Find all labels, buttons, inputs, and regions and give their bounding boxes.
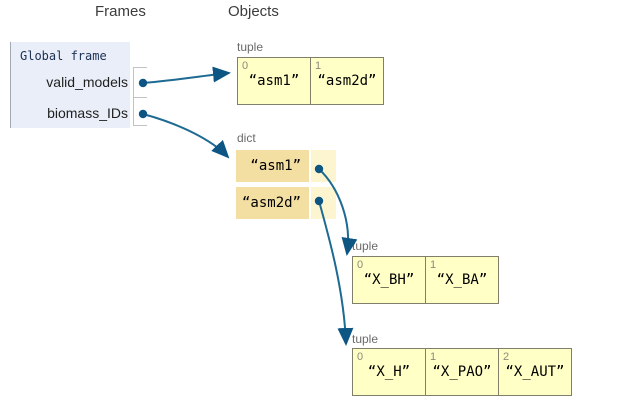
tuple-cell-value: “X_H” — [367, 364, 411, 380]
mid-tuple-type-label: tuple — [352, 239, 379, 253]
tuple-cell: 0 “X_BH” — [352, 256, 426, 304]
tuple-cell-index: 0 — [242, 60, 249, 72]
dict-key: “asm1” — [236, 150, 309, 182]
tuple-cell-value: “asm1” — [248, 73, 300, 89]
top-tuple: 0 “asm1” 1 “asm2d” — [237, 57, 384, 105]
valid-models-value-cell — [133, 67, 147, 98]
variable-valid-models: valid_models — [46, 74, 128, 90]
tuple-cell-value: “X_BA” — [436, 272, 488, 288]
arrow-biomass-ids-to-dict — [142, 113, 230, 159]
tuple-cell-index: 2 — [503, 351, 510, 363]
top-tuple-type-label: tuple — [237, 40, 264, 54]
tuple-cell-index: 1 — [315, 60, 322, 72]
tuple-cell: 0 “asm1” — [237, 57, 311, 105]
mid-tuple: 0 “X_BH” 1 “X_BA” — [352, 256, 499, 304]
global-frame: Global frame valid_models biomass_IDs — [10, 42, 130, 128]
arrow-valid-models-to-tuple — [142, 66, 231, 84]
dict-value-cell — [311, 150, 336, 182]
tuple-cell-value: “asm2d” — [317, 73, 377, 89]
tuple-cell: 1 “asm2d” — [311, 57, 384, 105]
tuple-cell: 1 “X_PAO” — [426, 348, 499, 396]
dict-value-cell — [311, 187, 336, 219]
tuple-cell: 0 “X_H” — [352, 348, 426, 396]
tuple-cell-index: 1 — [430, 351, 437, 363]
dict-key: “asm2d” — [236, 187, 309, 219]
tuple-cell-index: 0 — [357, 351, 364, 363]
global-frame-title: Global frame — [20, 49, 107, 63]
tuple-cell: 1 “X_BA” — [426, 256, 499, 304]
bottom-tuple-type-label: tuple — [352, 332, 379, 346]
tuple-cell-index: 1 — [430, 259, 437, 271]
bottom-tuple: 0 “X_H” 1 “X_PAO” 2 “X_AUT” — [352, 348, 572, 396]
tuple-cell-value: “X_PAO” — [432, 364, 492, 380]
tuple-cell-value: “X_AUT” — [505, 364, 565, 380]
arrow-asm2d-to-bottom-tuple — [318, 200, 354, 346]
objects-column-header: Objects — [228, 3, 279, 20]
tuple-cell-value: “X_BH” — [363, 272, 415, 288]
biomass-ids-value-cell — [133, 96, 147, 126]
dict-type-label: dict — [237, 131, 256, 145]
tuple-cell: 2 “X_AUT” — [499, 348, 572, 396]
tuple-cell-index: 0 — [357, 259, 364, 271]
variable-biomass-ids: biomass_IDs — [47, 105, 128, 121]
frames-column-header: Frames — [95, 3, 146, 20]
